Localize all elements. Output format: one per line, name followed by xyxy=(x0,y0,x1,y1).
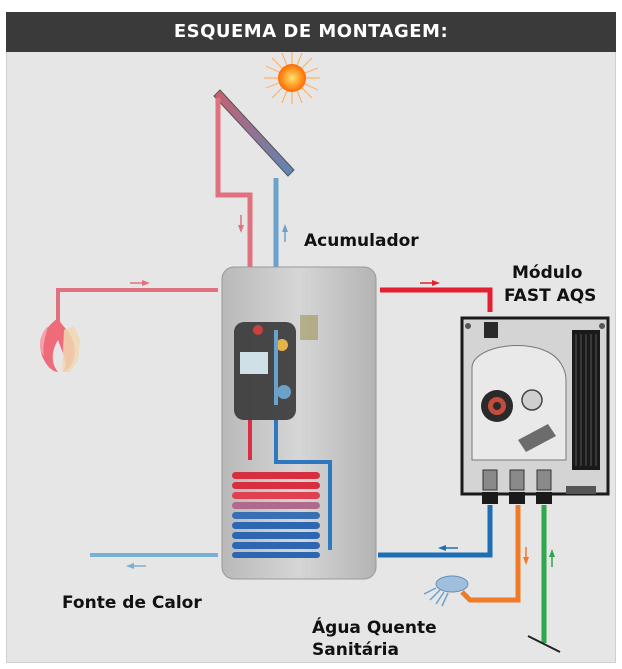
module-return-pipe xyxy=(378,505,493,558)
arrow-down-icon xyxy=(523,557,529,565)
diagram-title: ESQUEMA DE MONTAGEM: xyxy=(6,12,616,52)
arrow-left-icon xyxy=(126,563,134,569)
heat-exchanger-coil xyxy=(232,472,320,558)
arrow-up-icon xyxy=(282,224,288,232)
flame-icon xyxy=(39,318,80,372)
solar-hot-pipe xyxy=(215,98,253,310)
solar-panel-icon xyxy=(213,89,295,177)
arrow-left-icon xyxy=(438,545,446,551)
arrow-up-icon xyxy=(549,549,555,557)
shower-icon xyxy=(423,575,469,607)
dhw-pipe xyxy=(460,505,521,603)
sun-icon xyxy=(264,52,320,104)
module-supply-pipe xyxy=(380,287,493,312)
arrow-right-icon xyxy=(432,280,440,286)
arrow-right-icon xyxy=(142,280,150,286)
dhw-label-line2: Sanitária xyxy=(312,640,399,660)
tank-icon xyxy=(221,266,377,580)
module-icon xyxy=(460,316,610,504)
heat-source-hot-pipe xyxy=(56,288,218,335)
tank-label: Acumulador xyxy=(304,231,419,251)
dhw-label-line1: Água Quente xyxy=(312,618,437,638)
module-label-line1: Módulo xyxy=(512,263,583,283)
arrow-down-icon xyxy=(238,225,244,233)
module-label-line2: FAST AQS xyxy=(504,286,597,306)
heat-source-label: Fonte de Calor xyxy=(62,593,202,613)
